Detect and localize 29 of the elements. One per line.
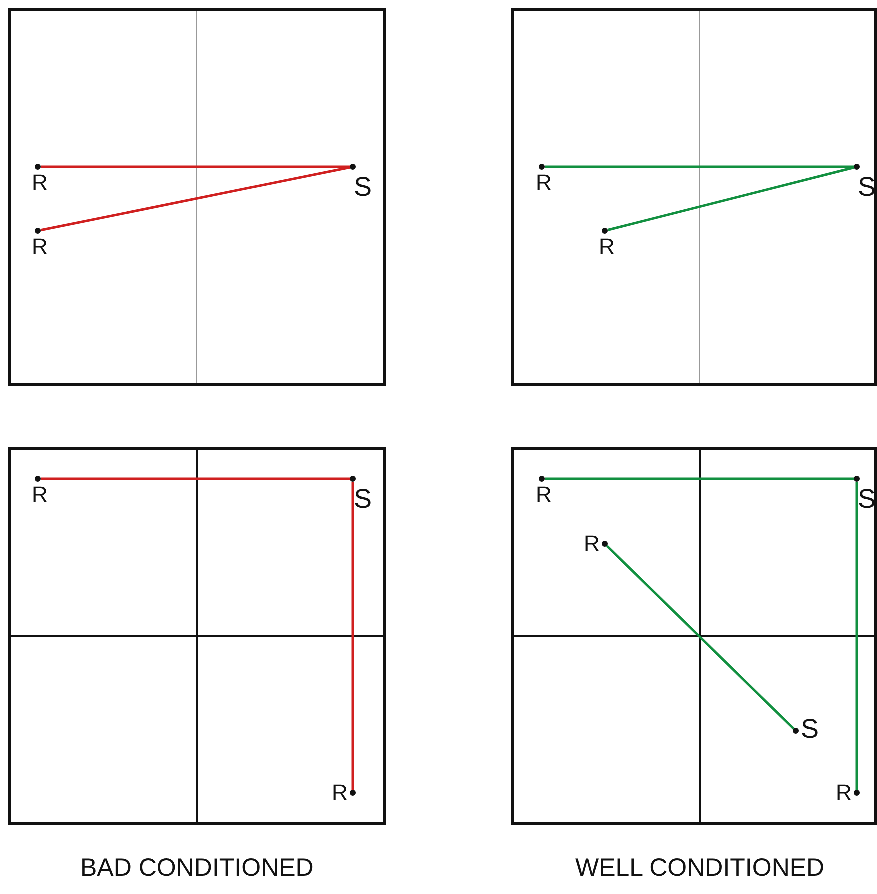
panel-frame (511, 447, 877, 825)
point-label: S (354, 174, 372, 201)
connecting-line (40, 166, 350, 232)
point-label: S (801, 716, 820, 742)
connecting-line (545, 478, 854, 480)
connecting-line (606, 545, 795, 730)
connecting-line (856, 482, 858, 790)
point-label: R (536, 484, 552, 506)
point-label: R (599, 236, 615, 258)
panel-caption: BAD CONDITIONED (80, 854, 314, 883)
point-label: R (32, 172, 48, 194)
point-label: R (584, 533, 600, 555)
point-label: S (858, 174, 876, 201)
panel-frame (8, 8, 386, 386)
point-label: R (32, 484, 48, 506)
point-label: R (32, 236, 48, 258)
connecting-line (352, 482, 354, 790)
point-label: S (858, 486, 876, 513)
panel-frame (8, 447, 386, 825)
connecting-line (41, 166, 350, 168)
panel-caption: WELL CONDITIONED (576, 854, 825, 883)
connecting-line (41, 478, 350, 480)
point-label: R (536, 172, 552, 194)
connecting-line (545, 166, 854, 168)
panel-frame (511, 8, 877, 386)
connecting-line (608, 166, 854, 232)
point-label: R (836, 782, 852, 804)
point-label: S (354, 486, 372, 513)
point-label: R (332, 782, 348, 804)
